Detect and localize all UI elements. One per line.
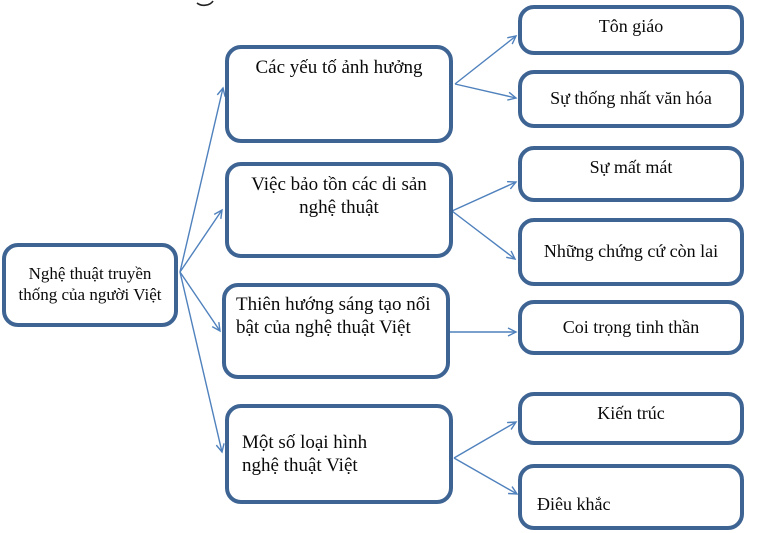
node-leaf-remaining-evidence: Những chứng cứ còn lai — [518, 218, 744, 286]
node-leaf-loss: Sự mất mát — [518, 146, 744, 202]
connector-root-m2 — [179, 208, 223, 273]
node-branch-creative-tendency: Thiên hướng sáng tạo nổi bật của nghệ th… — [222, 283, 450, 379]
connector-m4-r6 — [453, 421, 518, 459]
connector-m1-r1 — [454, 35, 518, 85]
connector-root-m4 — [179, 271, 225, 454]
connector-root-m3 — [179, 271, 221, 333]
node-leaf-religion: Tôn giáo — [518, 5, 744, 55]
cropped-text-artifact — [196, 0, 214, 7]
node-branch-heritage-preservation: Việc bảo tồn các di sản nghệ thuật — [225, 162, 453, 258]
node-branch-art-forms: Một số loại hình nghệ thuật Việt — [225, 404, 453, 504]
connector-m4-r7 — [453, 457, 519, 495]
connector-m2-r3 — [451, 180, 518, 212]
node-root-traditional-vietnamese-art: Nghệ thuật truyền thống của người Việt — [2, 243, 178, 327]
connector-m1-r2 — [454, 83, 518, 101]
node-leaf-cultural-unity: Sự thống nhất văn hóa — [518, 70, 744, 128]
node-leaf-sculpture: Điêu khắc — [518, 464, 744, 530]
node-branch-influencing-factors: Các yếu tố ảnh hưởng — [225, 45, 453, 143]
node-leaf-architecture: Kiến trúc — [518, 392, 744, 445]
node-leaf-spiritual-value: Coi trọng tinh thần — [518, 300, 744, 355]
connector-root-m1 — [179, 86, 226, 273]
connector-m2-r4 — [451, 210, 517, 260]
